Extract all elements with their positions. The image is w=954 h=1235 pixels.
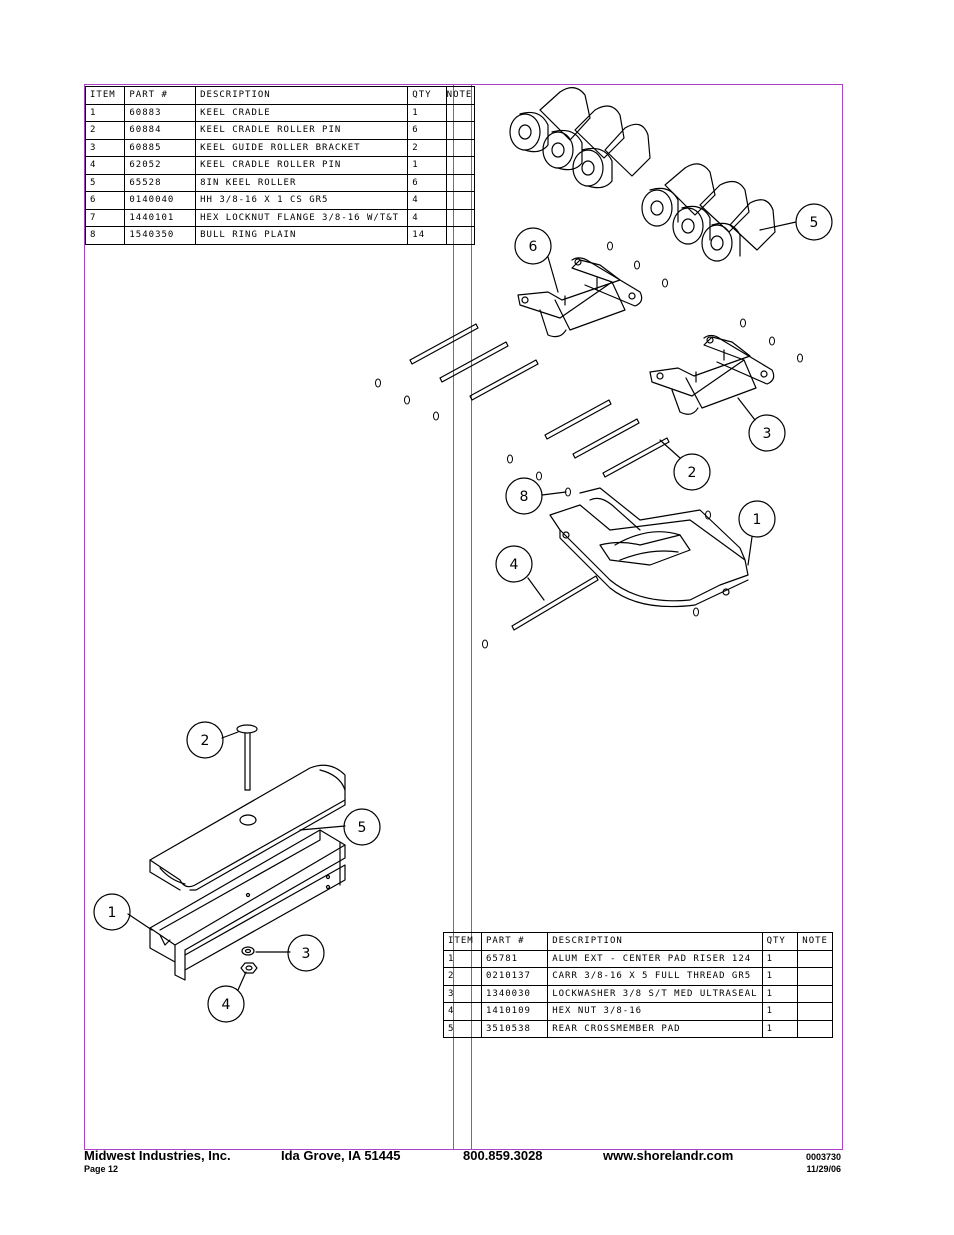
callout-6-upper: 6 — [529, 239, 538, 255]
header-item: ITEM — [84, 86, 126, 105]
rear-crossmember-pad — [149, 764, 346, 891]
callout-1-lower: 1 — [108, 905, 117, 921]
carriage-bolt — [236, 724, 258, 791]
description-cell: BULL RING PLAIN — [195, 226, 409, 245]
item-cell: 8 — [84, 226, 126, 245]
table-header-row: ITEM PART # DESCRIPTION QTY NOTE — [443, 932, 833, 951]
footer-phone: 800.859.3028 — [463, 1148, 543, 1163]
roller-bracket-lower — [649, 334, 775, 415]
roller-pins-lower — [511, 399, 670, 631]
keel-cradle — [549, 487, 749, 608]
qty-cell: 1 — [761, 949, 799, 968]
guide-line-left — [453, 84, 454, 1150]
callout-2-upper: 2 — [688, 465, 697, 481]
callout-3-upper: 3 — [763, 426, 772, 442]
alum-extrusion-riser — [149, 829, 346, 981]
roller-bracket-upper — [517, 257, 643, 338]
callout-5-upper: 5 — [810, 215, 819, 231]
callout-4-lower: 4 — [222, 997, 231, 1013]
lockwasher — [241, 946, 255, 956]
callout-circles — [93, 203, 833, 1023]
footer-website: www.shorelandr.com — [603, 1148, 734, 1163]
callout-4-upper: 4 — [510, 557, 519, 573]
keel-roller-group-lower — [641, 163, 776, 262]
footer-date: 11/29/06 — [806, 1164, 841, 1174]
callout-8-upper: 8 — [520, 489, 529, 505]
callout-3-lower: 3 — [302, 946, 311, 962]
footer-page: Page 12 — [84, 1164, 119, 1174]
callout-1-upper: 1 — [753, 512, 762, 528]
note-cell — [445, 226, 476, 245]
hex-nut — [240, 962, 258, 974]
callout-5-lower: 5 — [358, 820, 367, 836]
item-cell: 5 — [443, 1019, 482, 1038]
callout-2-lower: 2 — [201, 733, 210, 749]
guide-line-right — [471, 84, 472, 1150]
note-cell — [797, 1019, 833, 1038]
roller-pins-upper — [409, 323, 539, 401]
qty-cell: 1 — [761, 1019, 799, 1038]
table-header-row: ITEM PART # DESCRIPTION QTY NOTE — [84, 86, 476, 105]
description-cell: REAR CROSSMEMBER PAD — [547, 1019, 763, 1038]
header-note: NOTE — [797, 932, 833, 951]
footer-city: Ida Grove, IA 51445 — [281, 1148, 401, 1163]
footer-company: Midwest Industries, Inc. — [84, 1148, 231, 1163]
footer-doc-number: 0003730 — [805, 1152, 841, 1162]
page-frame — [84, 84, 843, 1150]
part-number-cell: 3510538 — [480, 1019, 549, 1038]
part-number-cell: 1540350 — [124, 226, 197, 245]
hardware-nuts — [375, 241, 803, 649]
keel-roller-group-upper — [509, 87, 651, 189]
